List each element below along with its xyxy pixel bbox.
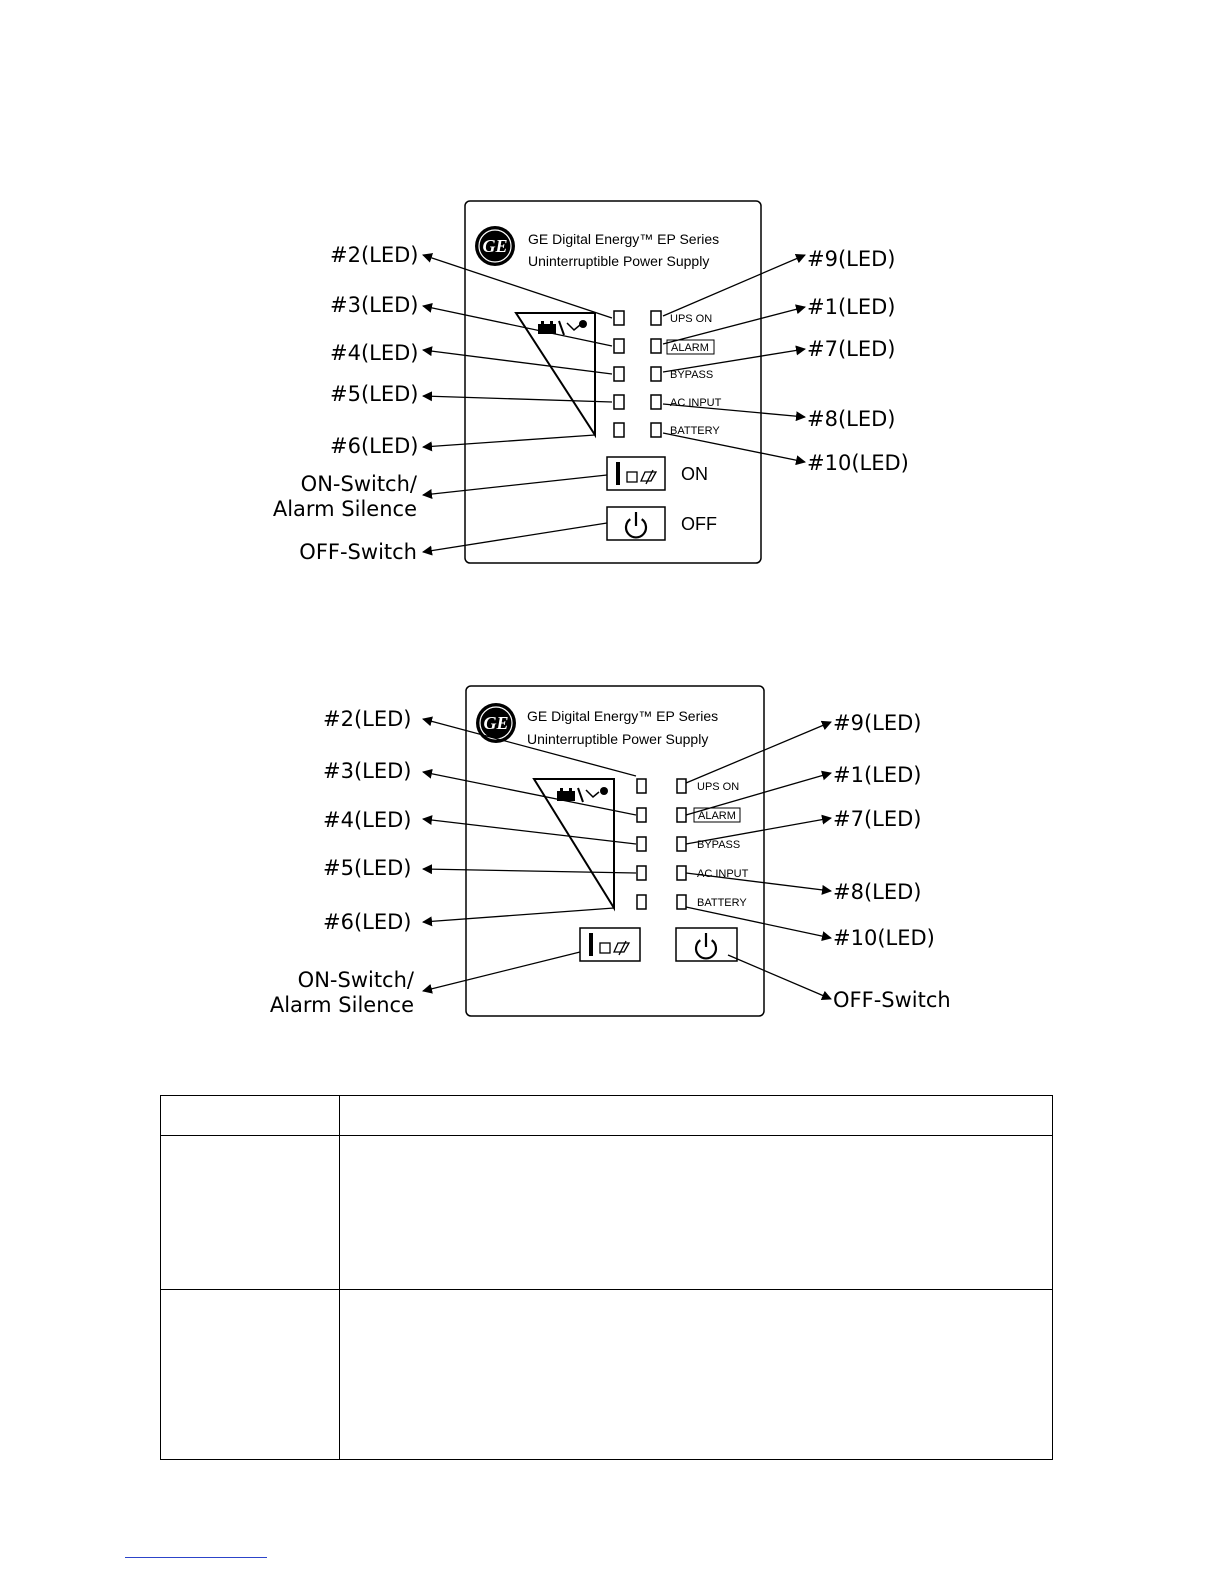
footnote-divider	[125, 1557, 267, 1558]
callout-led-1: #1(LED)	[833, 763, 921, 787]
description-table	[160, 1095, 1053, 1460]
callout-led-7: #7(LED)	[833, 807, 921, 831]
label-ups-on: UPS ON	[670, 313, 712, 325]
table-cell	[160, 1095, 340, 1136]
front-panel-diagram: GE GE Digital Energy™ EP Series Uninterr…	[270, 200, 951, 1017]
callout-led-10: #10(LED)	[833, 926, 935, 950]
tower-panel-figure: GE GE Digital Energy™ EP Series Uninterr…	[273, 200, 909, 564]
callout-led-5: #5(LED)	[323, 856, 411, 880]
led-9	[676, 778, 687, 794]
led-10	[650, 422, 662, 438]
table-row	[160, 1135, 1053, 1290]
callout-led-9: #9(LED)	[807, 247, 895, 271]
callout-led-6: #6(LED)	[323, 910, 411, 934]
on-switch-button[interactable]	[579, 927, 641, 962]
callout-on-switch-line2: Alarm Silence	[273, 497, 417, 521]
callout-led-1: #1(LED)	[807, 295, 895, 319]
label-ups-on: UPS ON	[697, 781, 739, 793]
callout-arrows	[422, 716, 832, 1001]
on-switch-label: ON	[681, 464, 708, 484]
battery-load-icon	[557, 787, 608, 803]
callout-led-3: #3(LED)	[323, 759, 411, 783]
callout-led-2: #2(LED)	[330, 243, 418, 267]
led-6	[636, 894, 647, 910]
led-column-left	[613, 310, 625, 438]
led-3	[613, 338, 625, 354]
led-7	[650, 366, 662, 382]
led-5	[613, 394, 625, 410]
callout-on-switch-line2: Alarm Silence	[270, 993, 414, 1017]
ge-logo: GE	[475, 226, 515, 266]
led-column-right	[650, 310, 662, 438]
led-8	[676, 865, 687, 881]
callout-led-10: #10(LED)	[807, 451, 909, 475]
led-6	[613, 422, 625, 438]
callout-led-7: #7(LED)	[807, 337, 895, 361]
table-cell	[339, 1289, 1053, 1460]
led-5	[636, 865, 647, 881]
callout-off-switch: OFF-Switch	[833, 988, 951, 1012]
led-column-right	[676, 778, 687, 910]
led-2	[613, 310, 625, 326]
callout-led-6: #6(LED)	[330, 434, 418, 458]
panel-brand-line1: GE Digital Energy™ EP Series	[527, 708, 718, 724]
led-1	[650, 338, 662, 354]
callout-off-switch: OFF-Switch	[299, 540, 417, 564]
label-alarm: ALARM	[698, 810, 736, 822]
panel-brand-line1: GE Digital Energy™ EP Series	[528, 231, 719, 247]
label-battery: BATTERY	[670, 425, 720, 437]
off-switch-button[interactable]	[675, 927, 738, 962]
callout-led-8: #8(LED)	[833, 880, 921, 904]
callout-led-4: #4(LED)	[323, 808, 411, 832]
led-3	[636, 807, 647, 823]
off-switch-label: OFF	[681, 514, 717, 534]
callout-on-switch-line1: ON-Switch/	[298, 968, 415, 992]
callout-led-9: #9(LED)	[833, 711, 921, 735]
table-cell	[339, 1135, 1053, 1290]
led-7	[676, 836, 687, 852]
callout-led-2: #2(LED)	[323, 707, 411, 731]
panel-brand-line2: Uninterruptible Power Supply	[527, 731, 708, 747]
led-column-left	[636, 778, 647, 910]
led-4	[636, 836, 647, 852]
callout-on-switch-line1: ON-Switch/	[301, 472, 418, 496]
off-switch-button[interactable]	[606, 506, 666, 541]
led-4	[613, 366, 625, 382]
label-ac-input: AC INPUT	[697, 868, 749, 880]
table-header-row	[160, 1095, 1053, 1136]
led-8	[650, 394, 662, 410]
callout-led-3: #3(LED)	[330, 293, 418, 317]
led-10	[676, 894, 687, 910]
led-9	[650, 310, 662, 326]
alarm-label-box	[693, 807, 741, 823]
label-battery: BATTERY	[697, 897, 747, 909]
ge-logo-monogram: GE	[483, 713, 508, 733]
label-bypass: BYPASS	[697, 839, 740, 851]
panel-frame	[464, 200, 762, 564]
panel-brand-line2: Uninterruptible Power Supply	[528, 253, 709, 269]
label-bypass: BYPASS	[670, 369, 713, 381]
battery-level-triangle	[532, 778, 615, 912]
rack-panel-figure: GE GE Digital Energy™ EP Series Uninterr…	[270, 685, 951, 1017]
led-1	[676, 807, 687, 823]
table-row	[160, 1289, 1053, 1460]
panel-frame	[465, 685, 765, 1017]
led-2	[636, 778, 647, 794]
battery-load-icon	[538, 320, 587, 336]
callout-led-8: #8(LED)	[807, 407, 895, 431]
label-alarm: ALARM	[671, 342, 709, 354]
callout-led-5: #5(LED)	[330, 382, 418, 406]
battery-level-triangle	[514, 312, 596, 439]
ge-logo-monogram: GE	[482, 236, 507, 256]
table-cell	[160, 1135, 340, 1290]
on-switch-button[interactable]	[606, 456, 666, 491]
table-cell	[339, 1095, 1053, 1136]
callout-led-4: #4(LED)	[330, 341, 418, 365]
callout-arrows	[422, 253, 806, 556]
alarm-label-box	[666, 339, 715, 355]
ge-logo: GE	[476, 703, 516, 743]
table-cell	[160, 1289, 340, 1460]
